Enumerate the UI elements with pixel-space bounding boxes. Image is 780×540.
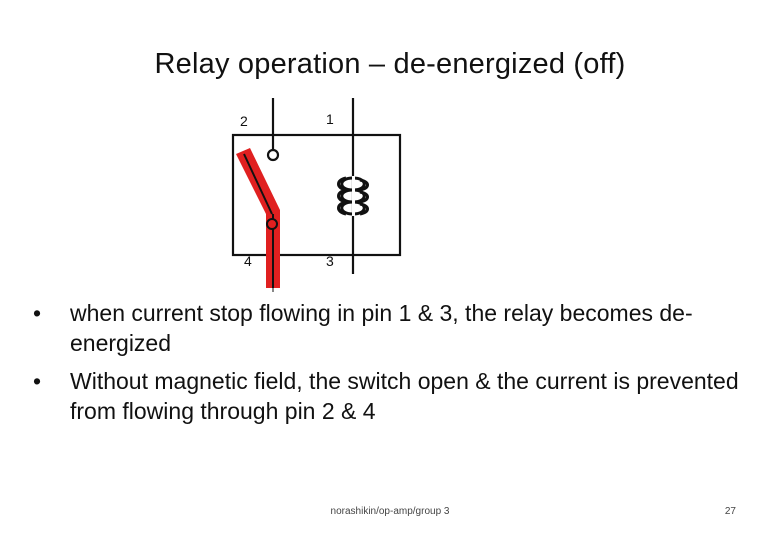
slide-footer: norashikin/op-amp/group 3 (330, 506, 450, 517)
bullet-text: Without magnetic field, the switch open … (70, 368, 739, 424)
relay-diagram: 2 1 4 3 (218, 98, 408, 292)
page-number: 27 (724, 506, 736, 517)
bullet-text: when current stop flowing in pin 1 & 3, … (70, 300, 693, 356)
coil-icon (337, 176, 369, 216)
relay-housing (231, 133, 402, 257)
relay-schematic-svg: 2 1 4 3 (231, 98, 402, 292)
slide-title: Relay operation – de-energized (off) (154, 48, 626, 80)
pin-4-label: 4 (244, 253, 252, 269)
bullet-item: • when current stop flowing in pin 1 & 3… (30, 298, 750, 358)
pin-1-label: 1 (326, 111, 334, 127)
pin-2-label: 2 (240, 113, 248, 129)
bullet-mark: • (33, 368, 42, 394)
pin-3-label: 3 (326, 253, 334, 269)
bullet-mark: • (33, 300, 42, 326)
pin-2-contact (266, 148, 280, 162)
bullet-item: • Without magnetic field, the switch ope… (30, 366, 750, 426)
bullet-list: • when current stop flowing in pin 1 & 3… (30, 298, 750, 434)
